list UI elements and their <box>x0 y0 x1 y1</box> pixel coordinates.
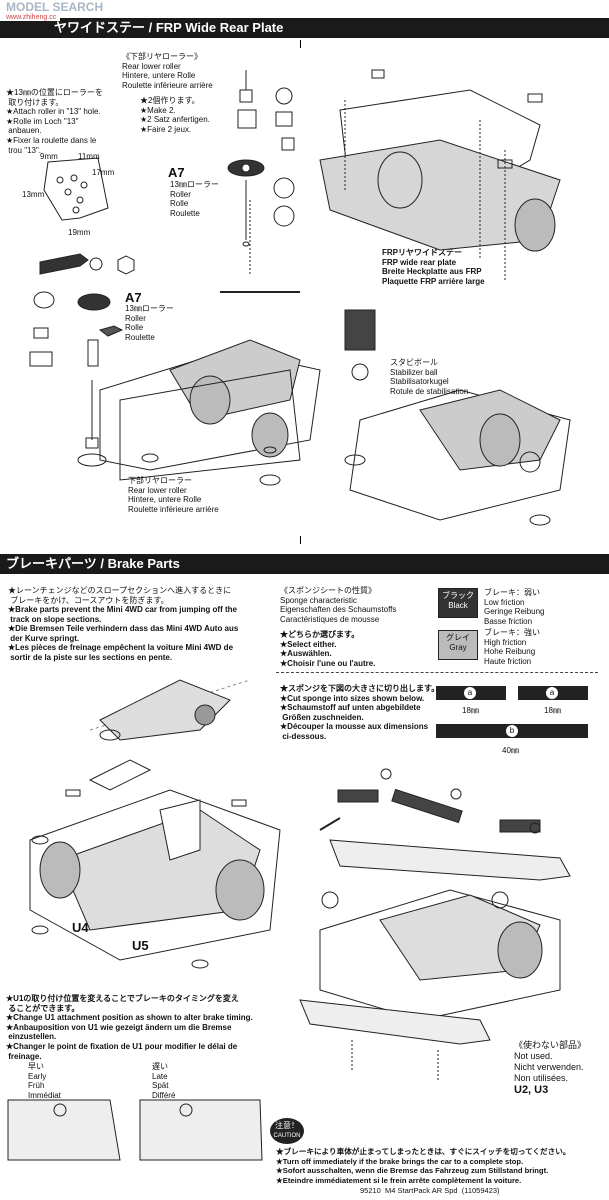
hole-icon <box>56 176 64 184</box>
dim-40: 40㎜ <box>502 746 519 755</box>
watermark: MODEL SEARCH www.zhiheng.cc <box>0 0 130 38</box>
black-jp: ブラック <box>442 591 474 600</box>
section-title-frp: ヤワイドステー / FRP Wide Rear Plate <box>54 20 284 35</box>
sponge-piece-a1: a <box>436 686 506 700</box>
gray-friction-text: ブレーキ：強い High friction Hohe Reibung Haute… <box>484 628 540 666</box>
hole-9: 9mm <box>40 152 58 161</box>
not-used-text: 《使わない部品》 Not used. Nicht verwenden. Non … <box>514 1040 587 1083</box>
select-either: ★どちらか選びます。 ★Select either. ★Auswählen. ★… <box>280 630 376 668</box>
sponge-title: 《スポンジシートの性質》 Sponge characteristic Eigen… <box>280 586 397 624</box>
dim-18-b: 18㎜ <box>544 706 561 715</box>
u5-label: U5 <box>132 938 149 953</box>
footer-code: 95210 M4 StartPack AR Spd (11059423) <box>360 1186 500 1195</box>
a7-label-bottom: A7 <box>125 290 142 305</box>
gray-jp: グレイ <box>446 633 470 642</box>
a7-label-top: A7 <box>168 165 185 180</box>
wrench-icon <box>39 253 89 275</box>
gray-label: Gray <box>449 643 467 652</box>
hole-13: 13mm <box>22 190 45 199</box>
lower-roller-bottom: 下部リヤローラー Rear lower roller Hintere, unte… <box>128 476 219 514</box>
glue-tube-icon <box>98 325 124 337</box>
a7-bottom-text: 13㎜ローラー Roller Rolle Roulette <box>125 304 174 342</box>
timing-detail-drawing <box>7 1099 263 1161</box>
roller-icon <box>77 293 111 311</box>
brake-illustration <box>7 679 571 1161</box>
watermark-logo: MODEL SEARCH <box>6 0 104 14</box>
hole-icon <box>72 206 80 214</box>
change-u1-text: ★U1の取り付け位置を変えることでブレーキのタイミングを変え ることができます。… <box>6 994 253 1061</box>
roller-hole-plate <box>43 157 109 221</box>
spacer-icon <box>87 339 99 367</box>
not-used-parts: U2, U3 <box>514 1084 549 1096</box>
hole-19: 19mm <box>68 228 91 237</box>
attach-roller-text: ★13㎜の位置にローラーを 取り付けます。 ★Attach roller in … <box>6 88 103 155</box>
frp-plate-drawing <box>319 69 561 280</box>
late-label: 遅い Late Spät Différé <box>152 1062 176 1100</box>
roller-icon <box>77 453 107 467</box>
dim-18-a: 18㎜ <box>462 706 479 715</box>
roller-stack-top <box>227 70 295 275</box>
gray-sponge-swatch: グレイ Gray <box>438 630 478 660</box>
lower-roller-title: 《下部リヤローラー》 Rear lower roller Hintere, un… <box>122 52 213 90</box>
caution-jp: 注意！ <box>275 1121 299 1130</box>
brake-intro: ★Brake parts prevent the Mini 4WD car fr… <box>8 605 239 662</box>
crop-mark <box>300 536 308 544</box>
frp-assembly-illustration <box>29 69 571 526</box>
nut-icon <box>117 255 135 275</box>
watermark-url: www.zhiheng.cc <box>0 14 60 21</box>
cut-sponge-text: ★スポンジを下図の大きさに切り出します。 ★Cut sponge into si… <box>280 684 440 741</box>
caution-badge: 注意！ CAUTION <box>270 1118 304 1144</box>
hole-icon <box>80 181 88 189</box>
a7-top-text: 13㎜ローラー Roller Rolle Roulette <box>170 180 219 218</box>
spacer-icon <box>33 327 49 339</box>
section-title-brake: ブレーキパーツ / Brake Parts <box>6 556 180 571</box>
caution-text: ★ブレーキにより車体が止まってしまったときは、すぐにスイッチを切ってください。 … <box>276 1147 571 1185</box>
black-label: Black <box>448 601 468 610</box>
u4-label: U4 <box>72 920 89 935</box>
washer-icon <box>33 291 55 309</box>
stabilizer-label: スタビボール Stabilizer ball Stabilisatorkugel… <box>390 358 469 396</box>
divider-dashed <box>276 672 598 673</box>
nut-icon <box>89 257 103 271</box>
section-header-frp: ヤワイドステー / FRP Wide Rear Plate <box>0 18 609 38</box>
chassis-left-drawing <box>99 339 321 486</box>
hole-icon <box>64 188 72 196</box>
car-on-slope-drawing <box>89 679 251 741</box>
frp-plate-label: FRPリヤワイドステー FRP wide rear plate Breite H… <box>382 248 485 286</box>
chassis-brake-left <box>29 759 281 969</box>
driver-icon <box>344 309 376 351</box>
part-a-marker: a <box>546 687 558 699</box>
roller-spacer-icon <box>85 437 99 449</box>
make-2-text: ★2個作ります。 ★Make 2. ★2 Satz anfertigen. ★F… <box>140 96 210 134</box>
part-b-marker: b <box>506 725 518 737</box>
crop-mark <box>300 40 308 48</box>
stabilizer-ball-icon <box>351 363 369 381</box>
part-a-marker: a <box>464 687 476 699</box>
hole-icon <box>76 196 84 204</box>
caution-label: CAUTION <box>273 1133 301 1139</box>
black-sponge-swatch: ブラック Black <box>438 588 478 618</box>
sponge-piece-b: b <box>436 724 588 738</box>
sponge-u1-drawing <box>319 768 571 881</box>
hole-icon <box>70 174 78 182</box>
chassis-brake-right <box>299 889 561 1080</box>
spacer-icon <box>29 351 53 367</box>
sponge-piece-a2: a <box>518 686 588 700</box>
chassis-right-drawing <box>344 389 571 526</box>
black-friction-text: ブレーキ：弱い Low friction Geringe Reibung Bas… <box>484 588 545 626</box>
hole-17: 17mm <box>92 168 115 177</box>
section-header-brake: ブレーキパーツ / Brake Parts <box>0 554 609 574</box>
hole-11: 11mm <box>78 152 100 161</box>
early-label: 早い Early Früh Immédiat <box>28 1062 61 1100</box>
brake-intro-jp: ★レーンチェンジなどのスロープセクションへ進入するときに ブレーキをかけ、コース… <box>8 586 232 605</box>
